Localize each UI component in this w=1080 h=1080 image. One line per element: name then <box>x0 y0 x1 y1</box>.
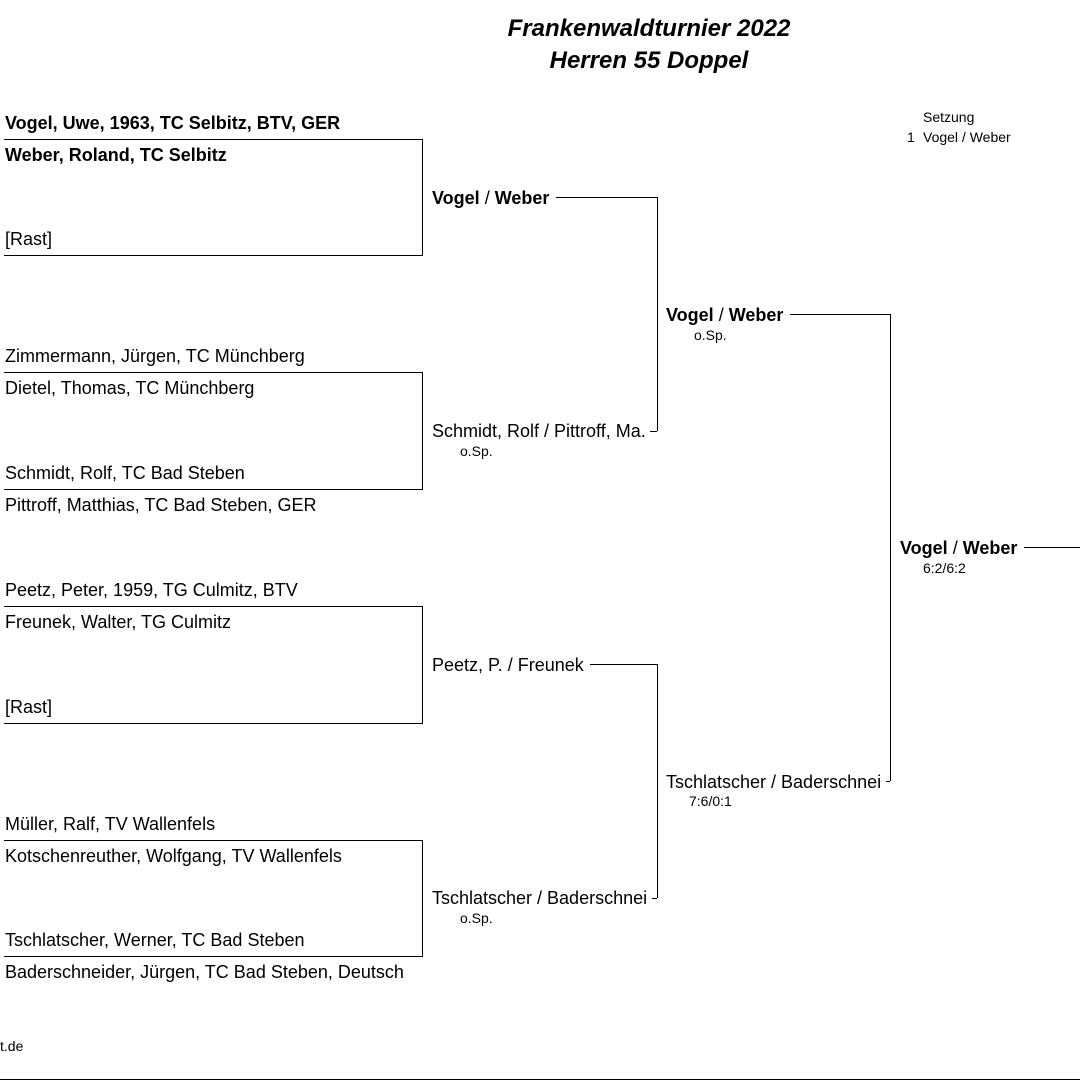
r2-score-4: o.Sp. <box>460 910 493 926</box>
r2-winner-1-team-a: Vogel <box>432 188 480 208</box>
r2-winner-1: Vogel / Weber <box>432 189 549 207</box>
r2-connector-line-4 <box>652 898 657 899</box>
r3-score-1: o.Sp. <box>694 327 727 343</box>
r1-m3-player3: [Rast] <box>5 697 53 717</box>
r1-m1-player1: Vogel, Uwe, 1963, TC Selbitz, BTV, GER <box>5 113 341 133</box>
seed-number: 1 <box>907 129 915 145</box>
r2-winner-1-team-b: Weber <box>494 188 550 208</box>
r1-m1-player3: [Rast] <box>5 229 53 249</box>
r1-m4-player1: Müller, Ralf, TV Wallenfels <box>5 814 216 834</box>
footer-text: t.de <box>0 1038 24 1054</box>
r1-m2-player1: Zimmermann, Jürgen, TC Münchberg <box>5 346 305 366</box>
r2-winner-3: Peetz, P. / Freunek <box>432 655 584 675</box>
match-box-2 <box>4 372 423 490</box>
r3-connector-line-1 <box>790 314 890 315</box>
r2-bracket-upper <box>657 197 658 431</box>
final-connector-line <box>1024 547 1080 548</box>
match-box-3 <box>4 606 423 724</box>
r1-m4-player2: Kotschenreuther, Wolfgang, TV Wallenfels <box>5 846 342 866</box>
final-score: 6:2/6:2 <box>923 560 966 576</box>
r1-m1-player2: Weber, Roland, TC Selbitz <box>5 145 227 165</box>
r2-winner-4: Tschlatscher / Baderschnei <box>432 888 648 908</box>
match-box-1 <box>4 139 423 256</box>
r1-m2-player2: Dietel, Thomas, TC Münchberg <box>5 378 255 398</box>
r3-connector-line-2 <box>886 781 890 782</box>
final-winner-team-b: Weber <box>962 538 1018 558</box>
tournament-title: Frankenwaldturnier 2022 <box>507 15 791 42</box>
final-winner-sep: / <box>952 538 958 558</box>
r1-m2-player4: Pittroff, Matthias, TC Bad Steben, GER <box>5 495 317 515</box>
r1-m4-player4: Baderschneider, Jürgen, TC Bad Steben, D… <box>5 962 404 982</box>
r3-bracket <box>890 314 891 781</box>
r2-connector-line-3 <box>590 664 657 665</box>
r2-bracket-lower <box>657 664 658 898</box>
match-box-4 <box>4 840 423 957</box>
r3-winner-1: Vogel / Weber <box>666 306 783 324</box>
r2-winner-1-sep: / <box>484 188 490 208</box>
r2-connector-line-1 <box>556 197 657 198</box>
final-winner: Vogel / Weber <box>900 539 1017 557</box>
r2-connector-line-2 <box>650 431 657 432</box>
r1-m3-player1: Peetz, Peter, 1959, TG Culmitz, BTV <box>5 580 298 600</box>
r3-winner-1-team-a: Vogel <box>666 305 714 325</box>
r1-m4-player3: Tschlatscher, Werner, TC Bad Steben <box>5 930 305 950</box>
r1-m2-player3: Schmidt, Rolf, TC Bad Steben <box>5 463 245 483</box>
r2-winner-2: Schmidt, Rolf / Pittroff, Ma. <box>432 421 646 441</box>
seed-name: Vogel / Weber <box>923 129 1011 145</box>
r3-score-2: 7:6/0:1 <box>689 793 732 809</box>
seeding-header: Setzung <box>923 109 975 125</box>
r3-winner-1-team-b: Weber <box>728 305 784 325</box>
r3-winner-1-sep: / <box>718 305 724 325</box>
r3-winner-2: Tschlatscher / Baderschnei <box>666 772 882 792</box>
competition-subtitle: Herren 55 Doppel <box>549 47 749 74</box>
final-winner-team-a: Vogel <box>900 538 948 558</box>
r1-m3-player2: Freunek, Walter, TG Culmitz <box>5 612 232 632</box>
r2-score-2: o.Sp. <box>460 443 493 459</box>
